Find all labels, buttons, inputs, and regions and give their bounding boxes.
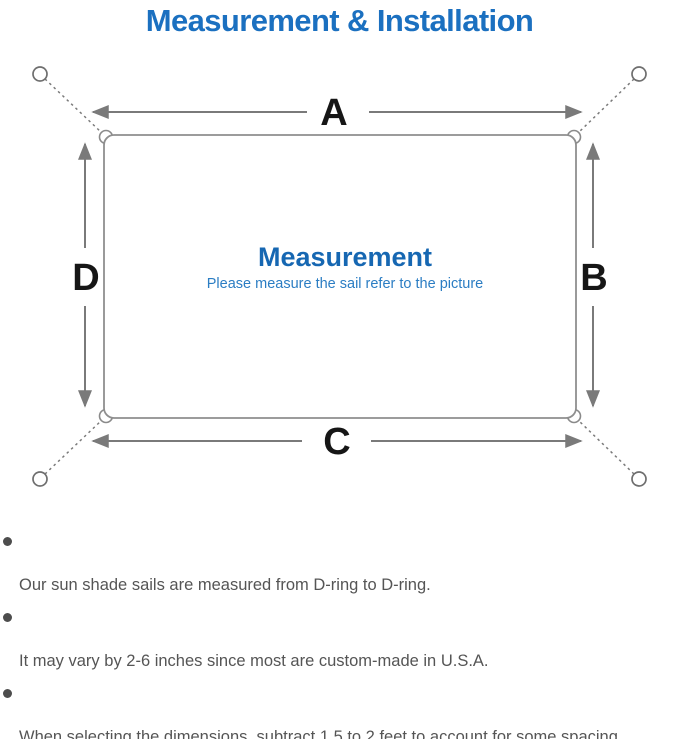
list-item: Our sun shade sails are measured from D-… (2, 530, 673, 596)
tether-line-bottom-right (577, 419, 635, 475)
anchor-point-bottom-left-icon (32, 471, 48, 487)
measurement-heading: Measurement (258, 242, 432, 272)
note-text: Our sun shade sails are measured from D-… (19, 576, 431, 594)
tether-line-top-right (577, 78, 635, 134)
tether-line-bottom-left (44, 419, 103, 475)
anchor-point-top-left-icon (32, 66, 48, 82)
note-text: When selecting the dimensions, subtract … (19, 728, 618, 739)
notes-list: Our sun shade sails are measured from D-… (2, 530, 673, 739)
page-title: Measurement & Installation (145, 3, 534, 38)
dimension-label-a: A (320, 92, 347, 134)
dimension-label-b: B (580, 257, 607, 299)
note-text: It may vary by 2-6 inches since most are… (19, 652, 489, 670)
measurement-subtitle: Please measure the sail refer to the pic… (207, 276, 483, 292)
dimension-label-c: C (323, 421, 350, 463)
list-item: It may vary by 2-6 inches since most are… (2, 606, 673, 672)
bullet-dot-icon (3, 612, 12, 622)
anchor-point-bottom-right-icon (631, 471, 647, 487)
tether-line-top-left (44, 78, 103, 134)
list-item: When selecting the dimensions, subtract … (2, 682, 673, 739)
bullet-dot-icon (3, 536, 12, 546)
sail-outline-rectangle (103, 134, 577, 419)
bullet-dot-icon (3, 688, 12, 698)
measurement-diagram: A C D B Measurement Please measure the s… (32, 66, 647, 487)
dimension-label-d: D (72, 257, 99, 299)
anchor-point-top-right-icon (631, 66, 647, 82)
